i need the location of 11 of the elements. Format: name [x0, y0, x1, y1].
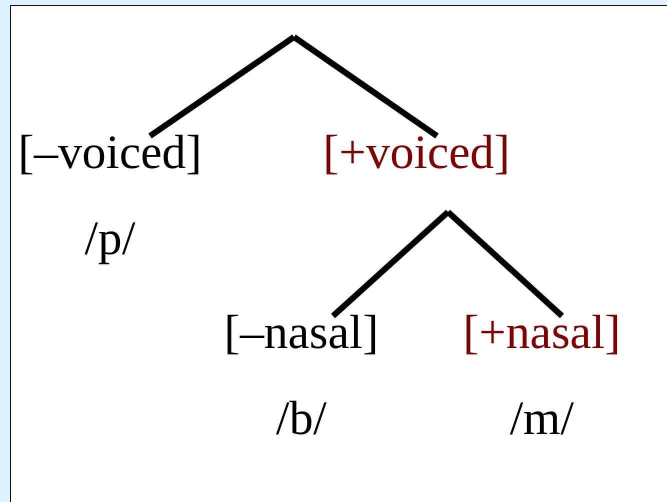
branch-line	[292, 34, 439, 138]
feature-label: [–voiced]	[18, 128, 202, 178]
branch-line	[148, 34, 296, 138]
phoneme-label: /b/	[276, 394, 327, 444]
phoneme-label: /p/	[84, 214, 136, 264]
feature-label: [+voiced]	[323, 128, 510, 178]
branch-line	[330, 210, 450, 318]
phoneme-label: /m/	[510, 394, 574, 444]
feature-label: [–nasal]	[224, 308, 379, 358]
feature-label: [+nasal]	[463, 308, 621, 358]
branch-line	[446, 210, 564, 318]
